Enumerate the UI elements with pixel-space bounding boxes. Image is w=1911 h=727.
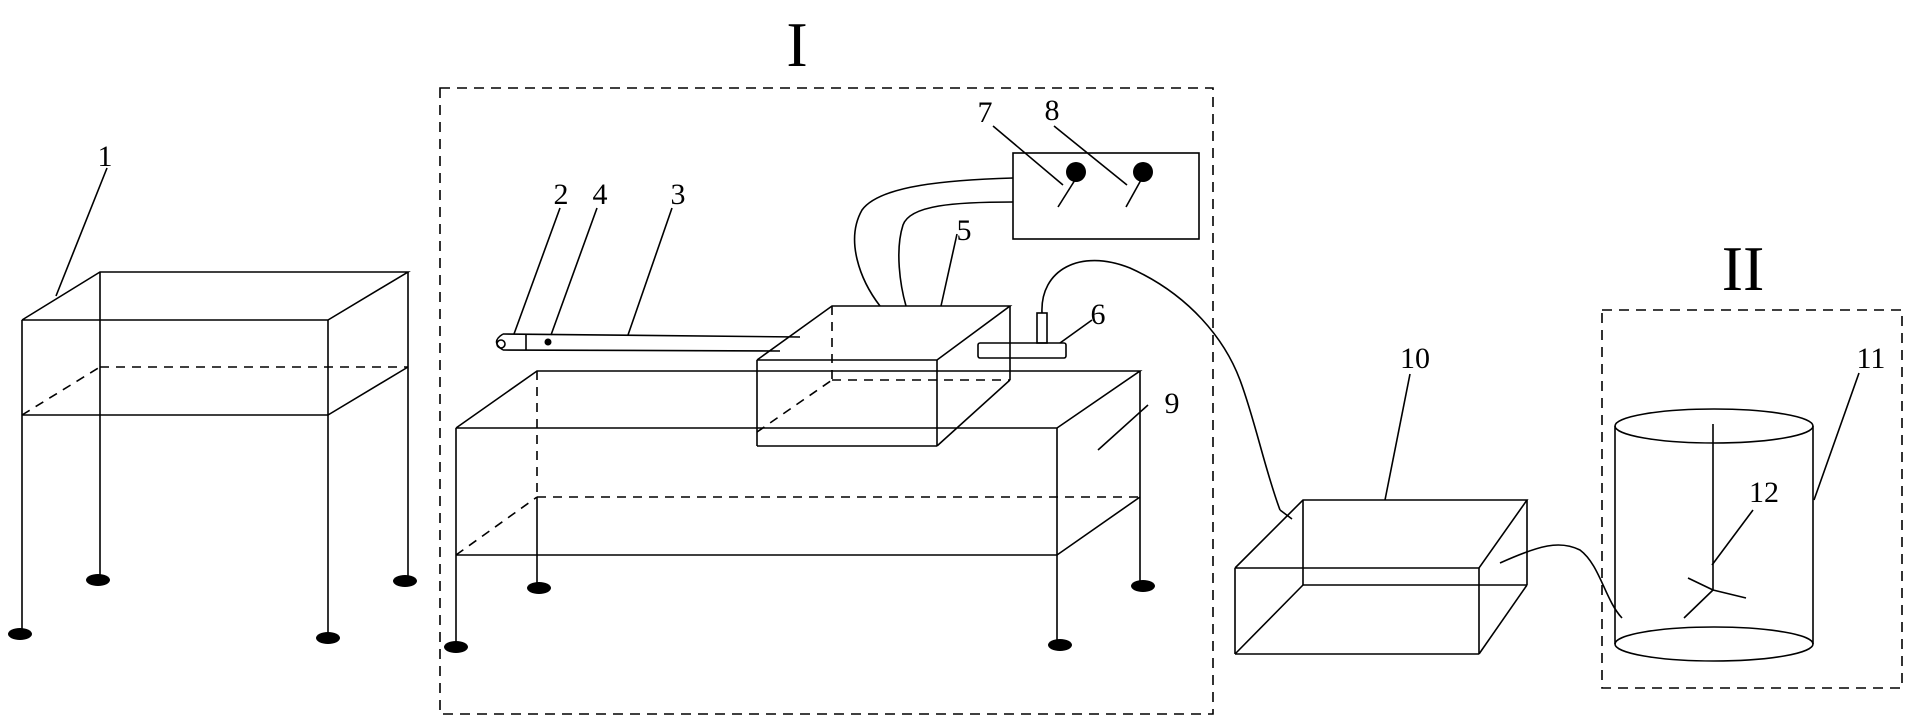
- label-2: 2: [554, 178, 569, 211]
- label-11: 11: [1857, 342, 1886, 375]
- fitting-6: [978, 261, 1280, 510]
- label-3: 3: [671, 178, 686, 211]
- tank-10: [1235, 500, 1622, 654]
- label-5: 5: [957, 214, 972, 247]
- tank-5: [757, 306, 1010, 446]
- label-7: 7: [978, 96, 993, 129]
- table-1: [8, 272, 417, 644]
- label-10: 10: [1400, 342, 1430, 375]
- rod-3: [497, 334, 801, 351]
- region-label-I: I: [786, 9, 807, 80]
- label-8: 8: [1045, 94, 1060, 127]
- bench-9: [444, 371, 1155, 653]
- region-label-II: II: [1722, 233, 1765, 304]
- cylinder-11: [1615, 409, 1813, 661]
- label-4: 4: [593, 178, 608, 211]
- controller-box: [855, 153, 1199, 306]
- label-6: 6: [1091, 298, 1106, 331]
- label-1: 1: [98, 140, 113, 173]
- label-12: 12: [1749, 476, 1779, 509]
- label-9: 9: [1165, 387, 1180, 420]
